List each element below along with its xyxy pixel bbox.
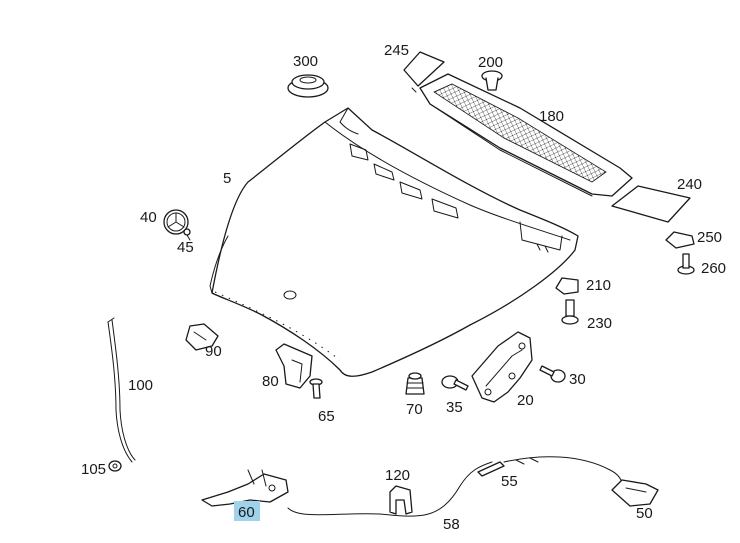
clip-210-part[interactable] — [555, 277, 579, 295]
label-210: 210 — [586, 277, 611, 294]
clip-250-part[interactable] — [665, 231, 695, 249]
grommet-105-part[interactable] — [108, 460, 122, 472]
label-230: 230 — [587, 315, 612, 332]
bracket-90-part[interactable] — [185, 323, 219, 351]
label-45: 45 — [177, 239, 194, 256]
label-30: 30 — [569, 371, 586, 388]
label-55: 55 — [501, 473, 518, 490]
vent-grille-180-part[interactable] — [419, 73, 633, 197]
prop-rod-100-part[interactable] — [107, 317, 136, 463]
seal-strip-245-part[interactable] — [403, 51, 445, 93]
label-240: 240 — [677, 176, 702, 193]
label-35: 35 — [446, 399, 463, 416]
label-40: 40 — [140, 209, 157, 226]
screw-260-part[interactable] — [677, 253, 695, 275]
bolt-30-part[interactable] — [539, 365, 566, 383]
label-80: 80 — [262, 373, 279, 390]
clip-200-part[interactable] — [481, 70, 503, 91]
release-cable-55-part[interactable] — [477, 456, 623, 483]
highlight-marker-60 — [234, 501, 260, 521]
label-260: 260 — [701, 260, 726, 277]
label-180: 180 — [539, 108, 564, 125]
label-90: 90 — [205, 343, 222, 360]
label-70: 70 — [406, 401, 423, 418]
label-58: 58 — [443, 516, 460, 533]
label-250: 250 — [697, 229, 722, 246]
cable-clip-120-part[interactable] — [389, 485, 413, 515]
label-60: 60 — [238, 504, 255, 521]
panel-240-part[interactable] — [611, 185, 691, 223]
grommet-300-part[interactable] — [287, 74, 329, 98]
bolt-230-part[interactable] — [561, 299, 579, 325]
hinge-20-part[interactable] — [471, 331, 533, 403]
release-cable-58-part[interactable] — [287, 461, 493, 517]
label-120: 120 — [385, 467, 410, 484]
label-100: 100 — [128, 377, 153, 394]
bolt-35-part[interactable] — [441, 375, 469, 391]
bump-stop-70-part[interactable] — [405, 372, 425, 395]
emblem-40-part[interactable] — [163, 209, 189, 235]
hood-part[interactable] — [209, 107, 579, 377]
release-handle-50-part[interactable] — [611, 479, 659, 507]
label-50: 50 — [636, 505, 653, 522]
label-5: 5 — [223, 170, 231, 187]
label-200: 200 — [478, 54, 503, 71]
label-300: 300 — [293, 53, 318, 70]
label-245: 245 — [384, 42, 409, 59]
bolt-65-part[interactable] — [309, 378, 323, 399]
bracket-80-part[interactable] — [275, 343, 313, 389]
label-65: 65 — [318, 408, 335, 425]
screw-45-part[interactable] — [183, 228, 191, 241]
lock-latch-60-part[interactable] — [201, 469, 289, 507]
label-20: 20 — [517, 392, 534, 409]
label-105: 105 — [81, 461, 106, 478]
